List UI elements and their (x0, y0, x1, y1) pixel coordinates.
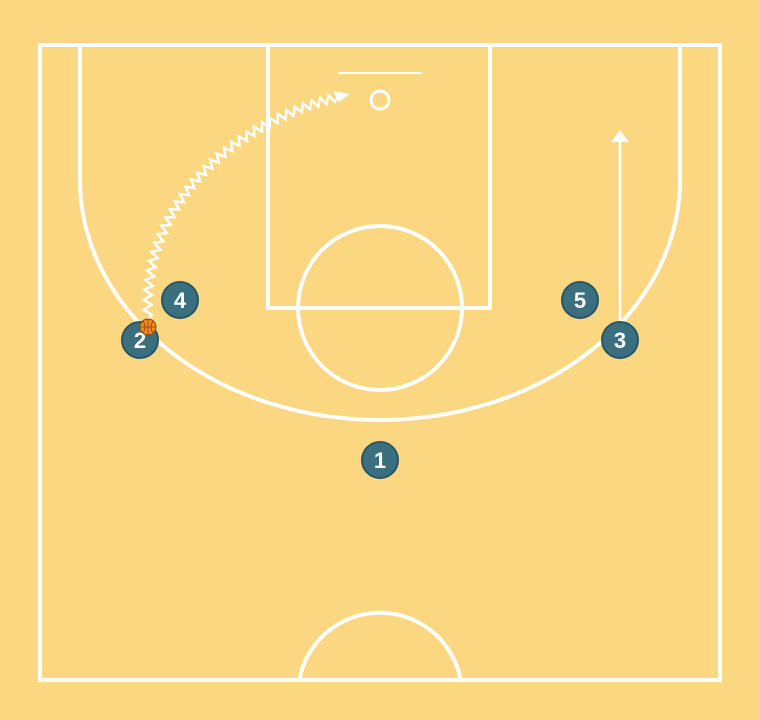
hoop (369, 89, 391, 111)
player-5-label: 5 (574, 288, 586, 313)
paint-lane (266, 43, 492, 310)
player-3[interactable]: 3 (601, 321, 639, 359)
three-point-line (78, 45, 682, 422)
cut-arrowhead-icon (611, 130, 629, 142)
player-4[interactable]: 4 (161, 281, 199, 319)
court-lines (38, 43, 722, 683)
player-2-label: 2 (134, 328, 146, 353)
player-3-label: 3 (614, 328, 626, 353)
dribble-arrowhead-icon (333, 91, 350, 102)
free-throw-circle (296, 224, 464, 392)
player-1[interactable]: 1 (361, 441, 399, 479)
center-circle (297, 610, 463, 683)
basketball-icon (139, 318, 157, 336)
player-4-label: 4 (174, 288, 187, 313)
dribble-arrow (141, 92, 340, 321)
player-5[interactable]: 5 (561, 281, 599, 319)
player-1-label: 1 (374, 448, 386, 473)
action-arrows (141, 91, 629, 325)
